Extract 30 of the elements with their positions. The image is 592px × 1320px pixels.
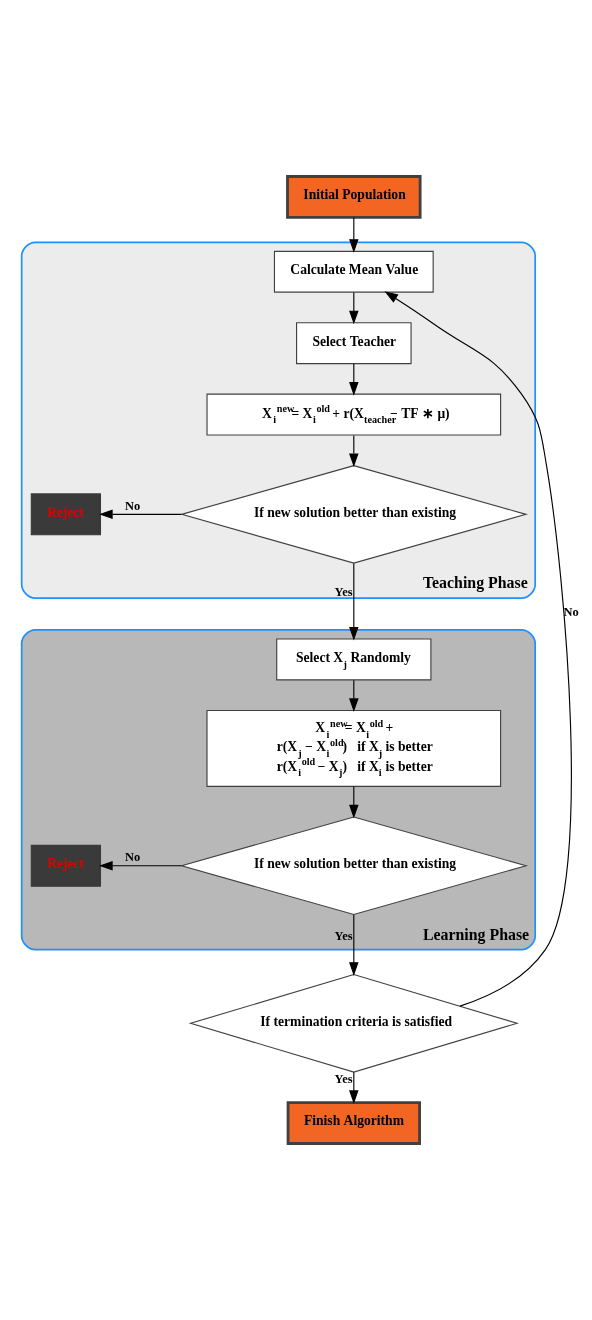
arrow bbox=[349, 679, 359, 712]
node-box: Calculate Mean Value bbox=[273, 250, 434, 293]
edge-label: No bbox=[563, 605, 579, 620]
node-box: Select Teacher bbox=[296, 322, 412, 365]
edge-label: Yes bbox=[334, 1071, 353, 1086]
arrow bbox=[349, 914, 359, 976]
node-diamond: If new solution better than existing bbox=[179, 465, 529, 564]
arrow bbox=[349, 786, 359, 819]
edge-label: No bbox=[125, 849, 141, 864]
node-box: Reject bbox=[30, 844, 102, 887]
edge-label: Yes bbox=[334, 928, 353, 943]
arrow bbox=[349, 1071, 359, 1104]
node-box: Select X$_{j}$ Randomly bbox=[276, 638, 432, 681]
node-diamond: If new solution better than existing bbox=[179, 816, 529, 916]
node-box: X$_{i}$$^{new}$= X$_{i}$$^{old}$ + r(X$_{j}$ − X$_{i}$$^{old}$) if X$_{j}$ is better r(X$_{i}$$^{old}$ − X$_{j}$) if X$_{i}$ is better bbox=[206, 709, 502, 787]
node-box: Initial Population bbox=[286, 175, 422, 219]
edge-label: No bbox=[125, 498, 141, 513]
arrow bbox=[349, 291, 359, 325]
arrow bbox=[349, 434, 359, 467]
node-box: Reject bbox=[30, 493, 102, 536]
arrow bbox=[349, 216, 359, 253]
node-box: X$_{i}$$^{new}$= X$_{i}$$^{old}$ + r(X$_{teacher}$− TF ∗ μ) bbox=[206, 393, 502, 436]
arrow bbox=[99, 860, 182, 871]
edge-label: Yes bbox=[334, 585, 353, 600]
arrow bbox=[384, 291, 572, 1007]
arrow bbox=[349, 562, 359, 641]
node-box: Finish Algorithm bbox=[286, 1101, 421, 1145]
arrow bbox=[99, 509, 182, 520]
node-diamond: If termination criteria is satisfied bbox=[188, 973, 519, 1073]
arrow bbox=[349, 363, 359, 396]
